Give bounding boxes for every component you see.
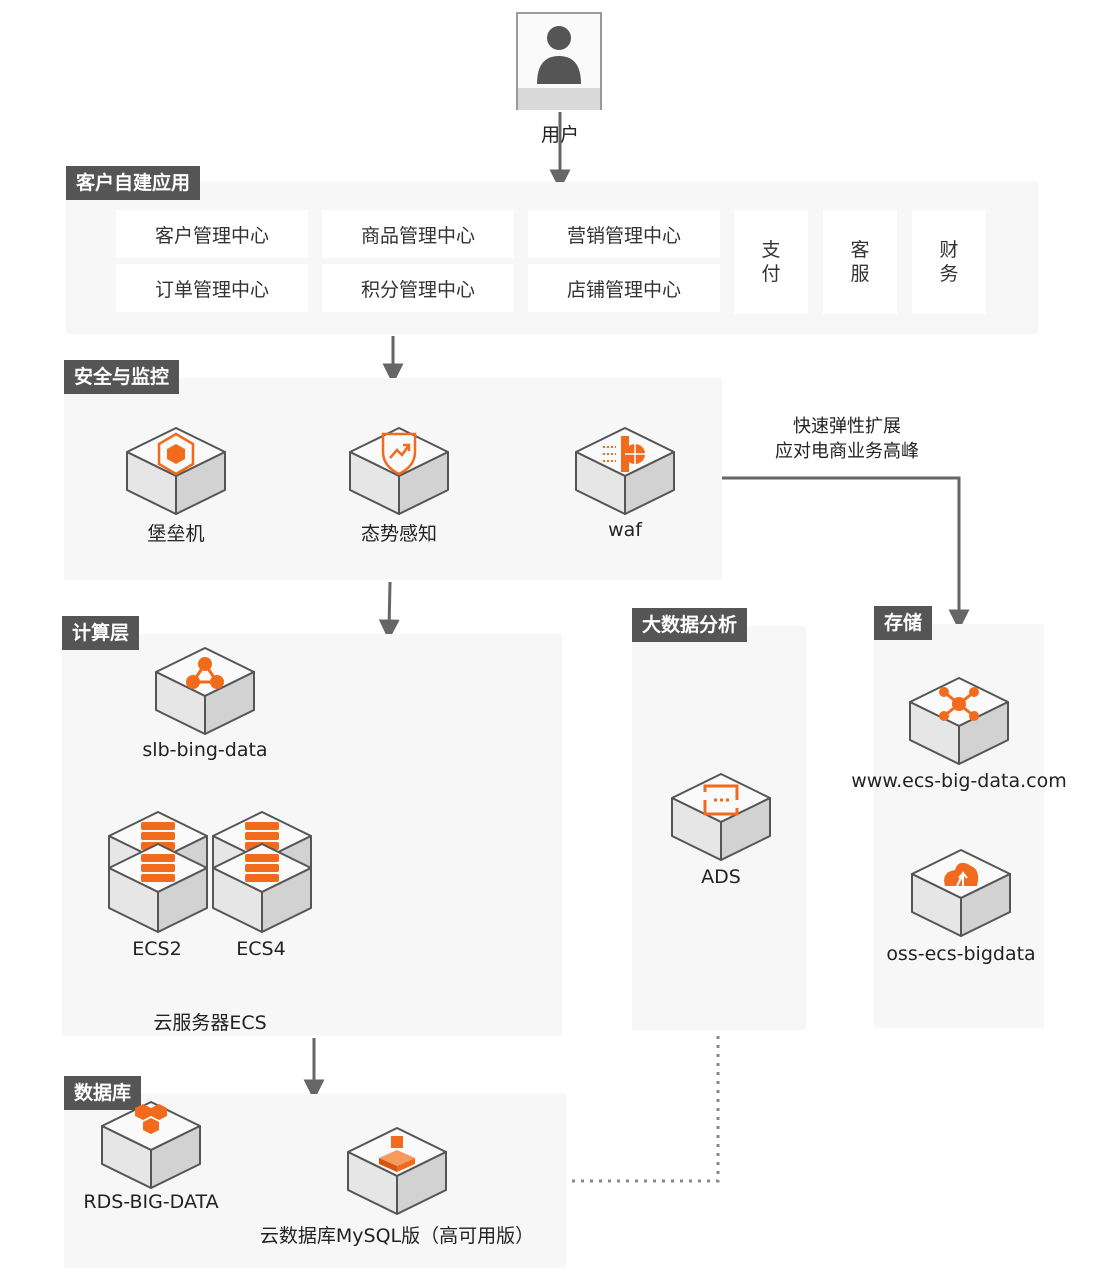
module-payment: 支 付	[734, 210, 808, 314]
module-product: 商品管理中心	[322, 210, 514, 258]
module-finance: 财 务	[912, 210, 986, 314]
scaling-annotation-line-1: 快速弹性扩展	[793, 416, 901, 437]
module-finance-char-2: 务	[939, 263, 959, 285]
network-hub-icon	[939, 687, 979, 721]
mysql-label: 云数据库MySQL版（高可用版）	[259, 1225, 535, 1247]
shield-trend-icon	[381, 432, 417, 476]
module-service: 客 服	[823, 210, 897, 314]
user-avatar-icon	[537, 26, 581, 84]
compute-title: 计算层	[62, 616, 140, 650]
scaling-annotation-line-2: 应对电商业务高峰	[775, 441, 919, 462]
module-payment-char-1: 支	[761, 239, 781, 261]
slb-node	[155, 647, 255, 735]
analytics-db-icon	[703, 784, 739, 816]
domain-label: www.ecs-big-data.com	[851, 770, 1067, 792]
module-finance-char-1: 财	[939, 239, 959, 261]
server-icon	[245, 854, 279, 882]
database-title: 数据库	[64, 1076, 142, 1110]
waf-node	[575, 427, 675, 515]
rds-node	[101, 1101, 201, 1189]
module-service-char-1: 客	[850, 239, 870, 261]
security-title: 安全与监控	[64, 360, 180, 394]
firewall-globe-icon	[603, 436, 645, 472]
dotted-database-to-ads	[572, 1032, 720, 1183]
ads-label: ADS	[701, 866, 741, 888]
user-photo-band	[518, 88, 600, 110]
arrow-waf-to-storage	[722, 476, 970, 631]
hexagon-cluster-icon	[135, 1104, 167, 1134]
bastion-node	[126, 427, 226, 515]
load-balancer-icon	[186, 657, 224, 689]
oss-label: oss-ecs-bigdata	[886, 943, 1036, 965]
ecs4-label: ECS4	[236, 938, 286, 960]
ecs-stack-right	[212, 811, 312, 933]
situation-awareness-label: 态势感知	[360, 523, 437, 545]
module-customer: 客户管理中心	[116, 210, 308, 258]
ads-node	[671, 773, 771, 861]
server-icon	[141, 854, 175, 882]
waf-label: waf	[608, 519, 642, 541]
module-service-char-2: 服	[850, 263, 870, 285]
cloud-upload-icon	[944, 862, 979, 887]
stacked-cube-icon	[379, 1136, 415, 1172]
bigdata-title: 大数据分析	[632, 608, 748, 642]
module-store: 店铺管理中心	[528, 264, 720, 312]
ecs-caption: 云服务器ECS	[153, 1012, 267, 1034]
user-node	[516, 12, 602, 110]
scaling-annotation: 快速弹性扩展 应对电商业务高峰	[752, 414, 942, 464]
mysql-node	[347, 1127, 447, 1215]
oss-node	[911, 849, 1011, 937]
module-payment-char-2: 付	[761, 263, 781, 285]
arrow-security-to-compute	[378, 581, 400, 641]
ecs-stack-left	[108, 811, 208, 933]
module-marketing: 营销管理中心	[528, 210, 720, 258]
bastion-host-icon	[157, 432, 195, 476]
ecs2-label: ECS2	[132, 938, 182, 960]
situation-awareness-node	[349, 427, 449, 515]
bastion-label: 堡垒机	[147, 523, 205, 545]
storage-title: 存储	[874, 606, 933, 640]
ecs-right-front	[212, 843, 312, 933]
rds-label: RDS-BIG-DATA	[83, 1191, 219, 1213]
apps-title: 客户自建应用	[66, 166, 201, 200]
slb-label: slb-bing-data	[142, 739, 268, 761]
module-points: 积分管理中心	[322, 264, 514, 312]
domain-node	[909, 677, 1009, 765]
module-order: 订单管理中心	[116, 264, 308, 312]
ecs-left-front	[108, 843, 208, 933]
